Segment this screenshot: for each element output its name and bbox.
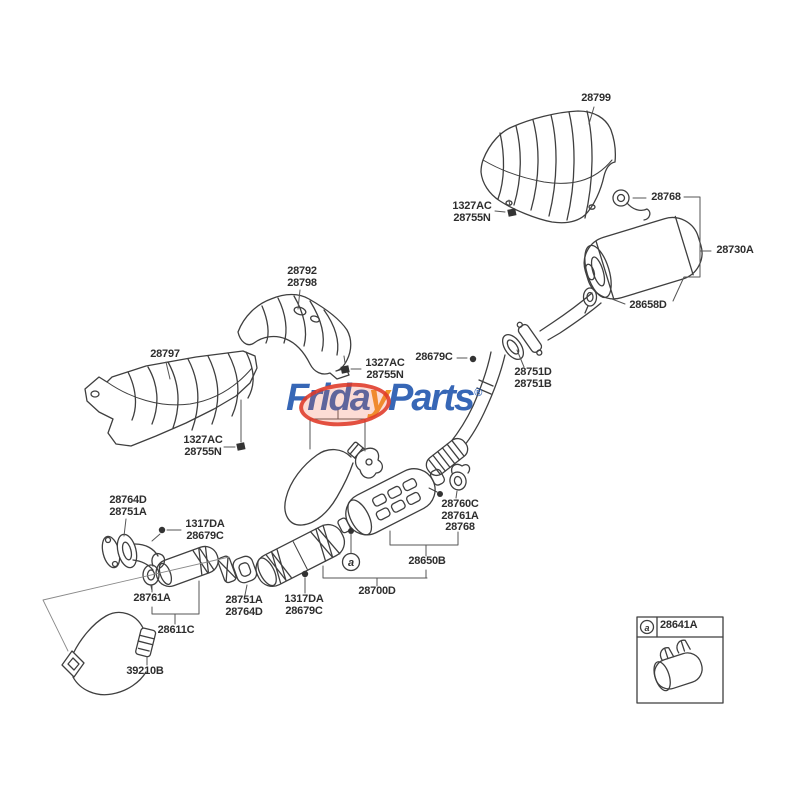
bolt-markers bbox=[158, 208, 517, 578]
center-gasket-drawing bbox=[231, 554, 258, 584]
part-label-28751d-28751b: 28751D 28751B bbox=[514, 366, 552, 390]
part-label-28761a: 28761A bbox=[133, 592, 171, 604]
part-label-28760c-group: 28760C 28761A 28768 bbox=[441, 498, 479, 533]
watermark-registered-mark: ® bbox=[474, 387, 483, 399]
part-label-28650b: 28650B bbox=[408, 555, 446, 567]
part-label-28658d: 28658D bbox=[629, 299, 667, 311]
rear-hanger-upper-drawing bbox=[613, 190, 650, 220]
front-pipe-drawing bbox=[99, 532, 237, 590]
sensor-routing-line bbox=[43, 557, 229, 651]
heat-shield-upper-drawing bbox=[481, 111, 615, 223]
part-label-28751a-28764d: 28751A 28764D bbox=[225, 594, 263, 618]
part-label-28799: 28799 bbox=[581, 92, 611, 104]
clamp-drawing bbox=[647, 637, 706, 693]
detail-box: a bbox=[637, 617, 723, 703]
heat-shield-middle-drawing bbox=[238, 295, 351, 380]
part-label-28611c: 28611C bbox=[157, 624, 195, 636]
part-label-28641a: 28641A bbox=[660, 619, 698, 631]
rear-hanger-lower-drawing bbox=[584, 288, 597, 313]
part-label-28700d: 28700D bbox=[358, 585, 396, 597]
watermark-text: FridayParts® bbox=[286, 374, 482, 417]
part-label-28792-28798: 28792 28798 bbox=[287, 265, 317, 289]
center-muffler-drawing bbox=[331, 457, 453, 547]
part-label-28768: 28768 bbox=[651, 191, 681, 203]
part-label-1317da-1: 1317DA 28679C bbox=[185, 518, 225, 542]
heat-shield-front-drawing bbox=[85, 351, 257, 446]
lower-oxygen-sensor-drawing bbox=[62, 612, 156, 694]
part-label-28679c-mid: 28679C bbox=[415, 351, 453, 363]
part-label-28764d-28751a: 28764D 28751A bbox=[109, 494, 147, 518]
part-label-1327ac-upper: 1327AC 28755N bbox=[452, 200, 492, 224]
watermark-y: y bbox=[368, 377, 390, 419]
watermark-parts: Parts bbox=[388, 377, 475, 419]
upper-oxygen-sensor-drawing bbox=[285, 441, 382, 525]
part-label-1317da-2: 1317DA 28679C bbox=[284, 593, 324, 617]
part-label-28730a: 28730A bbox=[716, 244, 754, 256]
leader-lines bbox=[124, 107, 711, 665]
watermark-frida: Frida bbox=[286, 377, 371, 419]
rear-muffler-drawing bbox=[498, 211, 708, 363]
marker-a-box: a bbox=[644, 623, 649, 633]
part-label-39210b: 39210B bbox=[126, 665, 164, 677]
center-hanger-drawing bbox=[429, 464, 470, 497]
center-pipe-drawing bbox=[423, 352, 505, 479]
part-label-1327ac-mid: 1327AC 28755N bbox=[365, 357, 405, 381]
clamp-callout-marker: a bbox=[343, 528, 360, 571]
part-label-1327ac-left: 1327AC 28755N bbox=[183, 434, 223, 458]
catalytic-converter-drawing bbox=[251, 519, 350, 591]
marker-a-main: a bbox=[348, 557, 354, 569]
part-label-28797: 28797 bbox=[150, 348, 180, 360]
